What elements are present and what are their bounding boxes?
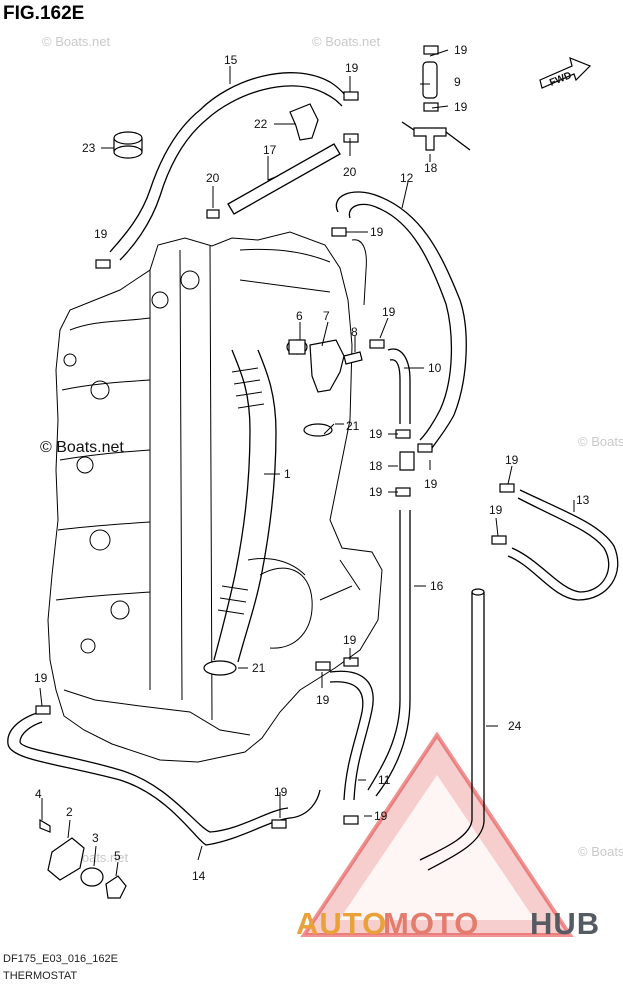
hose-13 <box>511 497 610 593</box>
callout-4: 4 <box>35 787 42 801</box>
callout-19: 19 <box>382 305 396 319</box>
hose-10-edge <box>389 359 401 424</box>
callout-11: 11 <box>378 773 391 787</box>
footer-code: DF175_E03_016_162E <box>3 953 118 965</box>
logo-moto: MOTO <box>383 906 479 941</box>
o-ring-3 <box>80 867 104 887</box>
hose-10 <box>387 348 411 424</box>
watermark-text: © Boats.net <box>578 844 623 859</box>
water-hose-1 <box>213 349 277 663</box>
callout-15: 15 <box>224 53 238 67</box>
hose-12-edge <box>348 203 453 441</box>
callout-1: 1 <box>284 467 291 481</box>
bolt-4 <box>39 818 51 833</box>
callout-5: 5 <box>114 849 121 863</box>
leader-lines <box>39 49 575 877</box>
callout-19: 19 <box>454 100 468 114</box>
callout-21: 21 <box>346 419 360 433</box>
hose-9 <box>422 61 438 99</box>
callout-19: 19 <box>94 227 108 241</box>
callout-19: 19 <box>369 485 383 499</box>
callout-19: 19 <box>489 503 503 517</box>
callout-19: 19 <box>343 633 357 647</box>
callout-19: 19 <box>345 61 359 75</box>
hose-14 <box>7 711 321 846</box>
hose-13-edge <box>507 489 619 601</box>
hose-16-edge <box>375 510 411 797</box>
callout-22: 22 <box>254 117 268 131</box>
warning-triangle-logo <box>300 731 574 937</box>
logo-auto: AUTO <box>296 906 387 941</box>
callout-23: 23 <box>82 141 96 155</box>
footer-section: THERMOSTAT <box>3 970 77 982</box>
hose-14-edge <box>19 721 289 833</box>
callout-14: 14 <box>192 869 206 883</box>
callout-3: 3 <box>92 831 99 845</box>
callout-19: 19 <box>374 809 388 823</box>
clamp-markers <box>35 45 515 829</box>
callout-16: 16 <box>430 579 444 593</box>
callout-19: 19 <box>424 477 438 491</box>
callout-20: 20 <box>343 165 357 179</box>
watermark-text: © Boats.net <box>42 34 111 49</box>
joint-18-top <box>413 127 447 151</box>
callout-2: 2 <box>66 805 73 819</box>
hose-15-edge <box>119 85 343 261</box>
thermostat-cover-7 <box>309 339 345 393</box>
callout-9: 9 <box>454 75 461 89</box>
hose-17 <box>227 143 341 215</box>
figure-title: FIG.162E <box>3 3 84 24</box>
callout-10: 10 <box>428 361 442 375</box>
joint-18-lines <box>401 121 471 151</box>
callout-12: 12 <box>400 171 414 185</box>
hose-24 <box>419 592 473 861</box>
cover-2 <box>47 837 85 881</box>
callout-19: 19 <box>274 785 288 799</box>
callout-19: 19 <box>369 427 383 441</box>
fwd-label: FWD <box>548 70 573 89</box>
watermark-center: © Boats.net <box>40 439 124 456</box>
callout-24: 24 <box>508 719 522 733</box>
watermark-text: © Boats.net <box>578 434 623 449</box>
callout-20: 20 <box>206 171 220 185</box>
hose-15 <box>109 72 349 253</box>
logo-hub: HUB <box>530 906 600 941</box>
callout-13: 13 <box>576 493 590 507</box>
thermostat-6 <box>286 339 308 355</box>
joint-18-mid <box>399 451 415 471</box>
plug-5 <box>105 875 127 899</box>
fwd-arrow-icon: FWD <box>539 57 592 89</box>
clip-22 <box>289 103 319 141</box>
callout-19: 19 <box>316 693 330 707</box>
hose-11-edge <box>329 681 364 801</box>
watermark-text: © Boats.net <box>312 34 381 49</box>
callout-19: 19 <box>34 671 48 685</box>
callout-19: 19 <box>505 453 519 467</box>
callout-17: 17 <box>263 143 277 157</box>
grommet-23 <box>113 131 143 159</box>
hose-24-edge <box>427 592 485 871</box>
hose-12 <box>335 191 467 449</box>
hose-24-end <box>471 588 485 596</box>
callout-18: 18 <box>424 161 438 175</box>
callout-19: 19 <box>454 43 468 57</box>
callout-7: 7 <box>323 309 330 323</box>
callout-21: 21 <box>252 661 266 675</box>
bolt-8 <box>343 351 363 365</box>
callout-18: 18 <box>369 459 383 473</box>
callout-19: 19 <box>370 225 384 239</box>
engine-block <box>47 231 383 763</box>
hose-11 <box>329 670 374 801</box>
callout-6: 6 <box>296 309 303 323</box>
hose-16 <box>367 510 401 791</box>
callout-8: 8 <box>351 325 358 339</box>
